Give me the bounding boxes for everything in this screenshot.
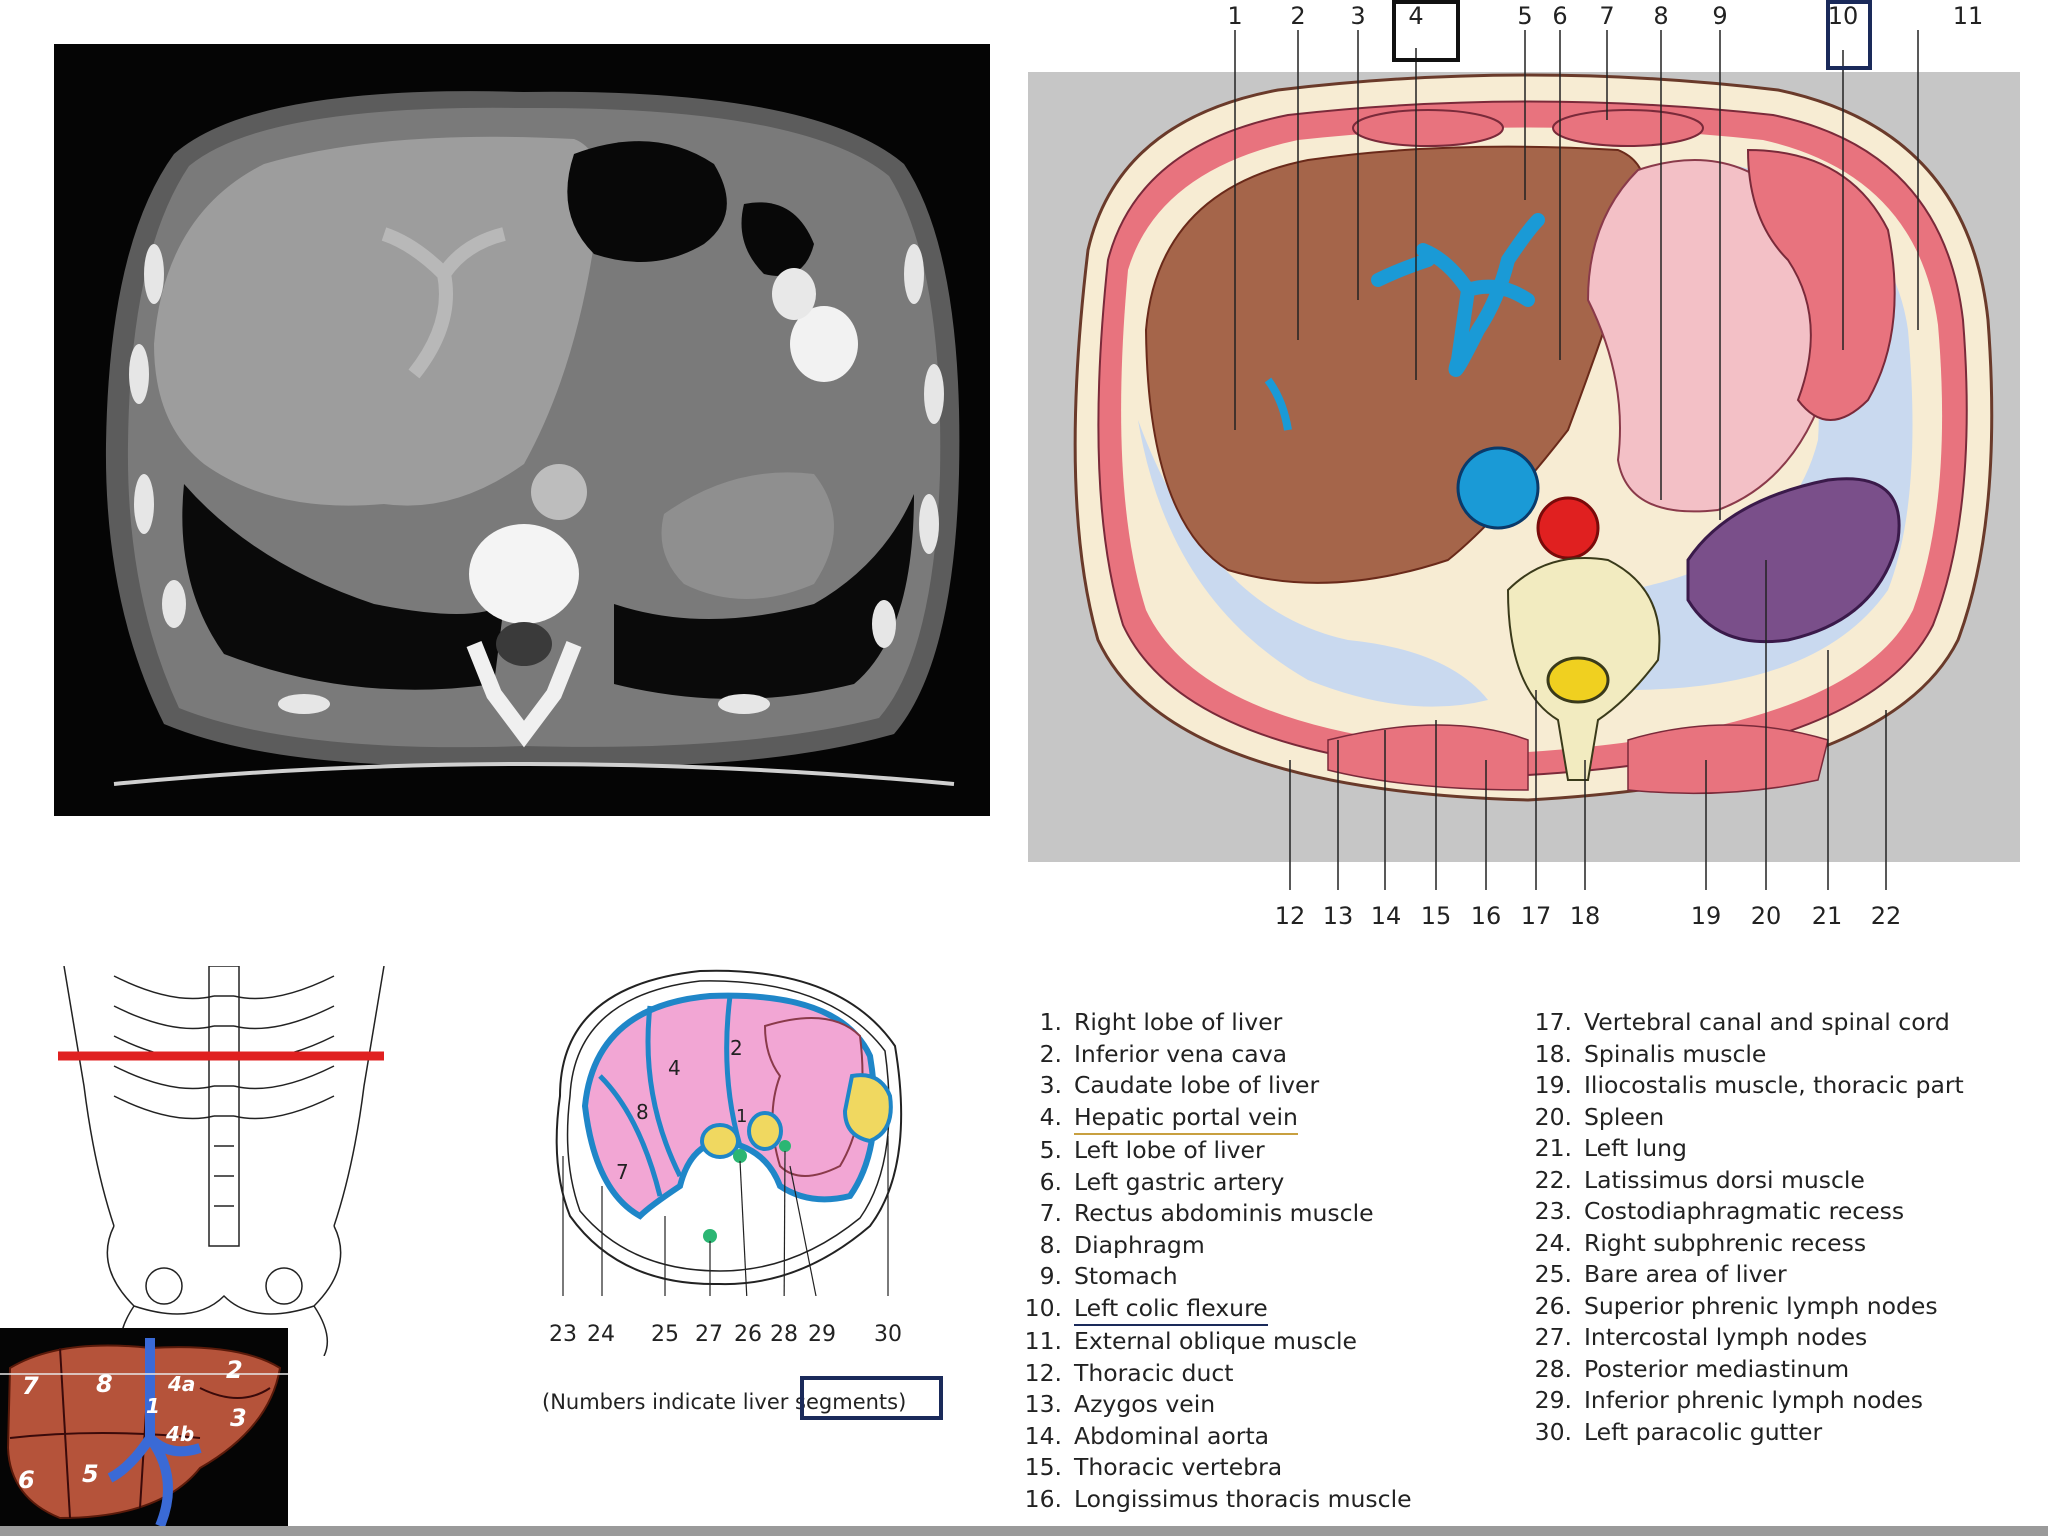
highlight-box-label-4 [1392,0,1460,62]
liver-3d-thumbnail: 7 8 4a 2 1 3 4b 6 5 [0,1328,288,1526]
right-lung-shape [1138,420,1488,707]
legend-item: 7.Rectus abdominis muscle [1039,1199,1374,1227]
label-29: 29 [808,1322,836,1347]
label-24: 24 [587,1322,615,1347]
liver-segment-diagram [555,969,903,1296]
ct-scan-image [54,44,990,816]
liver3d-seg-1: 1 [146,1394,160,1418]
highlight-box-label-10 [1826,0,1872,70]
segment-label-1: 1 [736,1106,748,1127]
liver3d-seg-4b: 4b [166,1422,195,1446]
colic-flexure-shape [1746,148,1896,421]
spinal-canal-shape [1546,656,1610,704]
liver3d-seg-5: 5 [82,1460,99,1488]
label-20: 20 [1750,902,1782,930]
label-19: 19 [1690,902,1722,930]
ivc-circle [1456,446,1540,530]
legend-item: 9.Stomach [1039,1262,1178,1290]
liver3d-seg-6: 6 [18,1466,35,1494]
legend-item: 10.Left colic flexure [1020,1293,1412,1326]
legend-item: 12.Thoracic duct [1024,1358,1234,1387]
legend-item: 14.Abdominal aorta [1024,1421,1270,1450]
segment-label-2: 2 [730,1036,743,1060]
legend-item: 20.Spleen [1534,1102,1665,1131]
label-9: 9 [1712,2,1728,30]
legend-item: 30.Left paracolic gutter [1534,1417,1823,1446]
legend-item: 27.Intercostal lymph nodes [1534,1323,1868,1351]
legend-item: 13.Azygos vein [1024,1390,1216,1418]
portal-vein-shape [1371,213,1545,378]
legend-item: 8.Diaphragm [1039,1230,1205,1259]
segment-diagram-caption: (Numbers indicate liver segments) [542,1390,907,1414]
label-11: 11 [1952,2,1984,30]
label-23: 23 [549,1322,577,1347]
legend-item: 6.Left gastric artery [1039,1167,1285,1196]
label-4: 4 [1408,2,1424,30]
label-2: 2 [1290,2,1306,30]
legend-item: 24.Right subphrenic recess [1534,1228,1867,1257]
legend-item: 23.Costodiaphragmatic recess [1534,1197,1905,1225]
legend-item: 26.Superior phrenic lymph nodes [1534,1291,1938,1320]
legend-item: 18.Spinalis muscle [1534,1039,1767,1068]
highlight-box-segments [800,1376,943,1420]
legend-item: 2.Inferior vena cava [1039,1039,1288,1068]
label-21: 21 [1811,902,1843,930]
legend-item: 28.Posterior mediastinum [1534,1354,1850,1383]
segment-label-7: 7 [616,1160,629,1184]
label-22: 22 [1870,902,1902,930]
label-25: 25 [651,1322,679,1347]
label-16: 16 [1470,902,1502,930]
label-3: 3 [1350,2,1366,30]
label-5: 5 [1517,2,1533,30]
skeleton-slice-level-sketch [58,966,385,1356]
label-6: 6 [1552,2,1568,30]
bottom-bar [0,1526,2048,1536]
spleen-shape [1686,477,1901,644]
legend-item: 25.Bare area of liver [1534,1260,1787,1288]
label-15: 15 [1420,902,1452,930]
label-17: 17 [1520,902,1552,930]
label-8: 8 [1653,2,1669,30]
legend-item: 15.Thoracic vertebra [1024,1453,1283,1481]
legend-item: 1.Right lobe of liver [1039,1008,1283,1036]
label-26: 26 [734,1322,762,1347]
liver3d-seg-4a: 4a [168,1372,196,1396]
label-18: 18 [1569,902,1601,930]
liver3d-seg-3: 3 [230,1404,247,1432]
liver3d-seg-2: 2 [226,1356,243,1384]
liver3d-seg-8: 8 [96,1370,113,1398]
label-12: 12 [1274,902,1306,930]
label-14: 14 [1370,902,1402,930]
label-13: 13 [1322,902,1354,930]
legend-item: 16.Longissimus thoracis muscle [1024,1484,1412,1513]
label-7: 7 [1599,2,1615,30]
label-28: 28 [770,1322,798,1347]
legend-left: 1.Right lobe of liver 2.Inferior vena ca… [1020,1007,1412,1515]
anatomy-cross-section-diagram [1073,30,1994,890]
label-1: 1 [1227,2,1243,30]
liver3d-seg-7: 7 [22,1372,39,1400]
legend-item: 3.Caudate lobe of liver [1039,1071,1320,1099]
legend-item: 19.Iliocostalis muscle, thoracic part [1534,1071,1964,1099]
legend-item: 5.Left lobe of liver [1039,1136,1265,1164]
legend-item: 22.Latissimus dorsi muscle [1534,1165,1865,1194]
label-30: 30 [874,1322,902,1347]
legend-item: 11.External oblique muscle [1024,1327,1357,1355]
segment-label-4: 4 [668,1056,681,1080]
segment-label-8: 8 [636,1100,649,1124]
legend-right: 17.Vertebral canal and spinal cord 18.Sp… [1530,1007,1964,1448]
aorta-circle [1536,496,1600,560]
legend-item: 29.Inferior phrenic lymph nodes [1534,1386,1923,1414]
legend-item: 21.Left lung [1534,1134,1687,1162]
legend-item: 4.Hepatic portal vein [1020,1102,1412,1135]
legend-item: 17.Vertebral canal and spinal cord [1534,1008,1950,1036]
label-27: 27 [695,1322,723,1347]
label-10: 10 [1827,2,1859,30]
